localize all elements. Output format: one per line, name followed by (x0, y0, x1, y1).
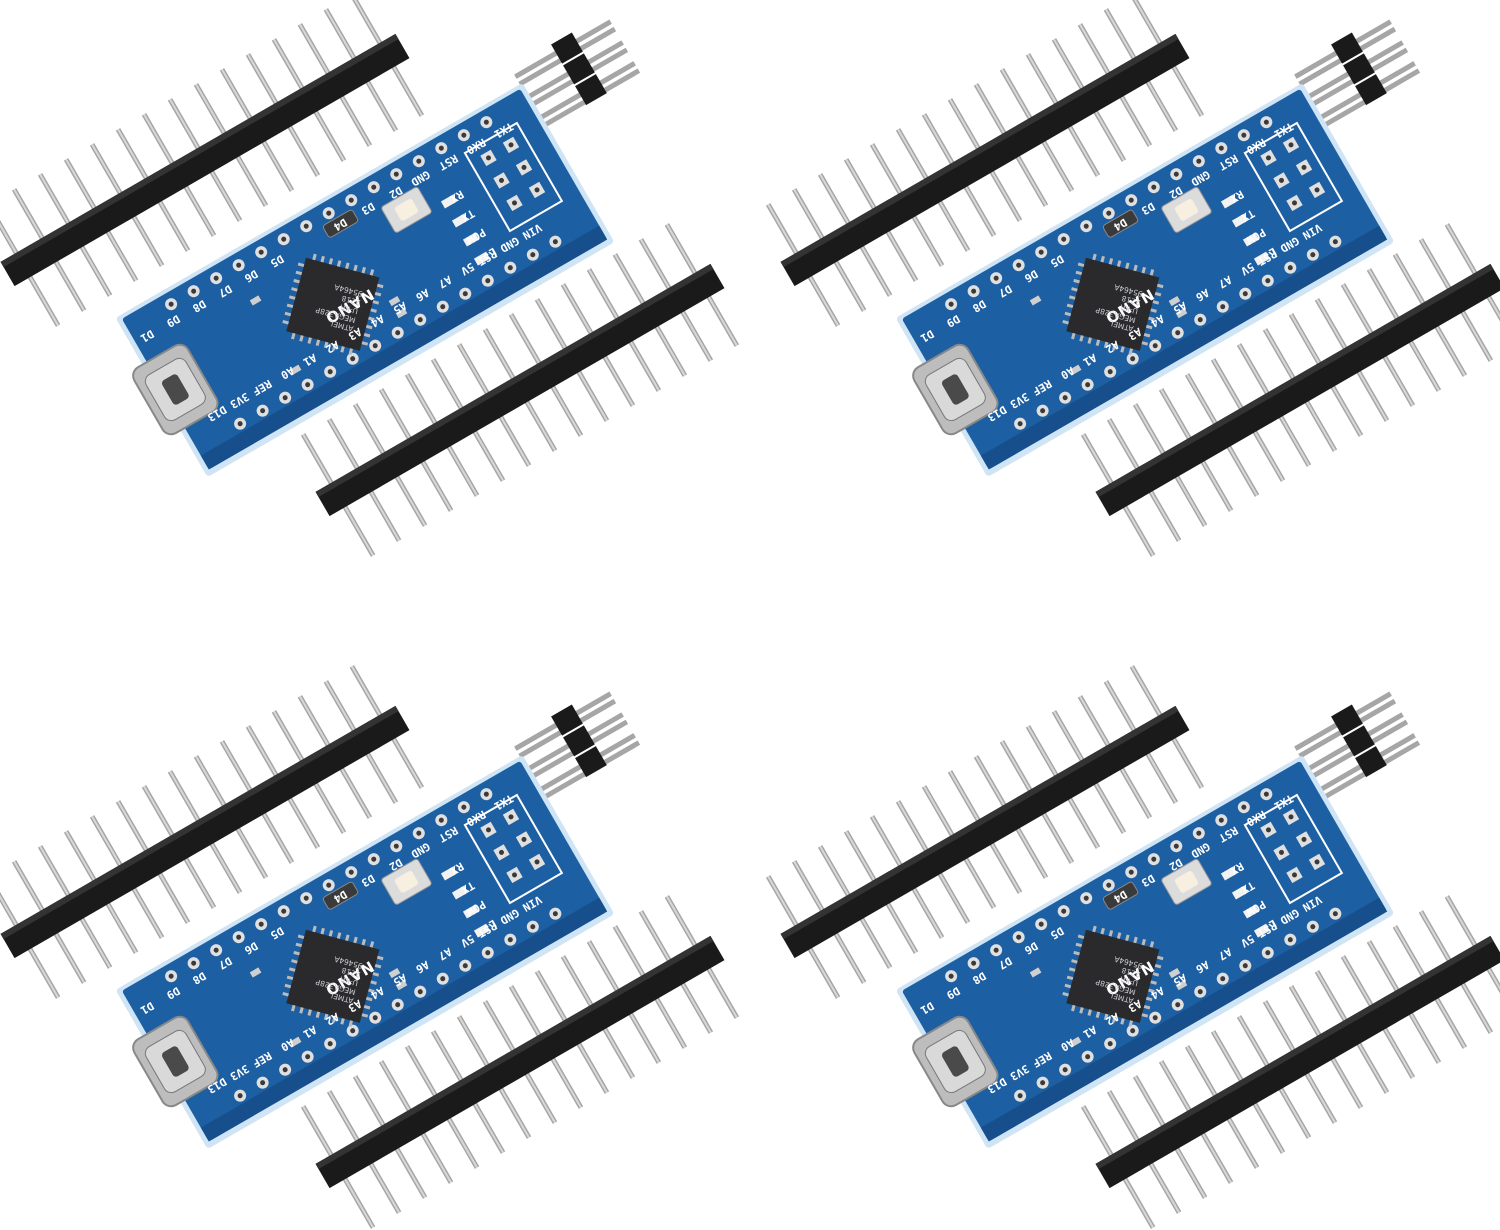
led-label: TX (1239, 878, 1257, 896)
pin-label: A6 (1193, 286, 1211, 304)
pin-label: A4 (1148, 312, 1166, 330)
pin-label: D9 (164, 984, 182, 1002)
pin-label: A6 (413, 958, 431, 976)
pin-label: A7 (1216, 273, 1234, 291)
pin-label: A3 (1126, 997, 1144, 1015)
pin-label: A0 (278, 1036, 296, 1054)
pin-label: D1 (138, 327, 156, 345)
pin-label: D9 (944, 312, 962, 330)
pin-label: D2 (1167, 855, 1185, 873)
pin-label: A5 (1171, 971, 1189, 989)
pin-label: D3 (1139, 871, 1157, 889)
pin-label: A4 (368, 312, 386, 330)
pin-label: D2 (1167, 183, 1185, 201)
pin-label: D8 (970, 297, 988, 315)
pin-label: D7 (996, 282, 1014, 300)
arduino-nano-board-icon: NANOTX1RX0RSTGNDD2D3D4D5D6D7D8D9D1D133V3… (881, 81, 1396, 486)
pin-label: D9 (164, 312, 182, 330)
led-label: RX (448, 187, 466, 205)
pin-label: D2 (387, 855, 405, 873)
pin-label: A2 (323, 338, 341, 356)
pin-label: D1 (918, 327, 936, 345)
pin-label: A7 (1216, 945, 1234, 963)
pin-label: A6 (413, 286, 431, 304)
pin-label: D6 (1022, 267, 1040, 285)
pin-label: A7 (436, 945, 454, 963)
pin-label: D9 (944, 984, 962, 1002)
kit-1: NANOTX1RX0RSTGNDD2D3D4D5D6D7D8D9D1D133V3… (0, 0, 753, 565)
pin-label: D8 (190, 297, 208, 315)
pin-label: A3 (346, 997, 364, 1015)
led-label: TX (459, 206, 477, 224)
pin-label: A3 (346, 325, 364, 343)
led-label: TX (1239, 206, 1257, 224)
pin-label: D8 (190, 969, 208, 987)
pin-label: 5V (458, 932, 476, 950)
pin-label: D5 (1048, 252, 1066, 270)
pin-label: A7 (436, 273, 454, 291)
pin-label: A0 (1058, 364, 1076, 382)
pin-label: D1 (138, 999, 156, 1017)
led-label: RX (1228, 859, 1246, 877)
arduino-nano-board-icon: NANOTX1RX0RSTGNDD2D3D4D5D6D7D8D9D1D133V3… (101, 81, 616, 486)
pin-label: A6 (1193, 958, 1211, 976)
pin-label: A5 (391, 299, 409, 317)
pin-label: D7 (996, 954, 1014, 972)
icsp-header-icon (1294, 19, 1421, 128)
pin-label: D4 (1111, 887, 1129, 905)
pin-label: D5 (1048, 924, 1066, 942)
pin-label: 5V (458, 260, 476, 278)
pin-label: D8 (970, 969, 988, 987)
pin-label: A4 (1148, 984, 1166, 1002)
pin-label: D6 (1022, 939, 1040, 957)
icsp-header-icon (1294, 691, 1421, 800)
pin-label: D5 (268, 924, 286, 942)
pin-label: A2 (323, 1010, 341, 1028)
pin-label: 5V (1238, 260, 1256, 278)
kit-2: NANOTX1RX0RSTGNDD2D3D4D5D6D7D8D9D1D133V3… (752, 0, 1500, 565)
pin-label: D4 (1111, 215, 1129, 233)
kit-3: NANOTX1RX0RSTGNDD2D3D4D5D6D7D8D9D1D133V3… (0, 657, 753, 1230)
icsp-header-icon (514, 691, 641, 800)
pin-label: D3 (359, 199, 377, 217)
pin-label: D2 (387, 183, 405, 201)
pin-label: D3 (1139, 199, 1157, 217)
pin-label: D6 (242, 267, 260, 285)
arduino-nano-board-icon: NANOTX1RX0RSTGNDD2D3D4D5D6D7D8D9D1D133V3… (881, 753, 1396, 1158)
pin-label: D1 (918, 999, 936, 1017)
pin-label: D7 (216, 954, 234, 972)
pin-label: A1 (1081, 351, 1099, 369)
pin-label: A3 (1126, 325, 1144, 343)
arduino-nano-board-icon: NANOTX1RX0RSTGNDD2D3D4D5D6D7D8D9D1D133V3… (101, 753, 616, 1158)
pin-label: D6 (242, 939, 260, 957)
icsp-header-icon (514, 19, 641, 128)
pin-label: A2 (1103, 338, 1121, 356)
pin-label: D4 (331, 887, 349, 905)
pin-label: D7 (216, 282, 234, 300)
pin-label: A2 (1103, 1010, 1121, 1028)
pin-label: D3 (359, 871, 377, 889)
led-label: RX (448, 859, 466, 877)
pin-label: A4 (368, 984, 386, 1002)
pin-label: A1 (301, 351, 319, 369)
pin-label: A5 (391, 971, 409, 989)
pin-label: D5 (268, 252, 286, 270)
pin-label: A0 (278, 364, 296, 382)
pin-label: A0 (1058, 1036, 1076, 1054)
pin-label: 5V (1238, 932, 1256, 950)
pin-label: A5 (1171, 299, 1189, 317)
kit-4: NANOTX1RX0RSTGNDD2D3D4D5D6D7D8D9D1D133V3… (752, 657, 1500, 1230)
pin-label: D4 (331, 215, 349, 233)
led-label: TX (459, 878, 477, 896)
led-label: RX (1228, 187, 1246, 205)
pin-label: A1 (1081, 1023, 1099, 1041)
pin-label: A1 (301, 1023, 319, 1041)
